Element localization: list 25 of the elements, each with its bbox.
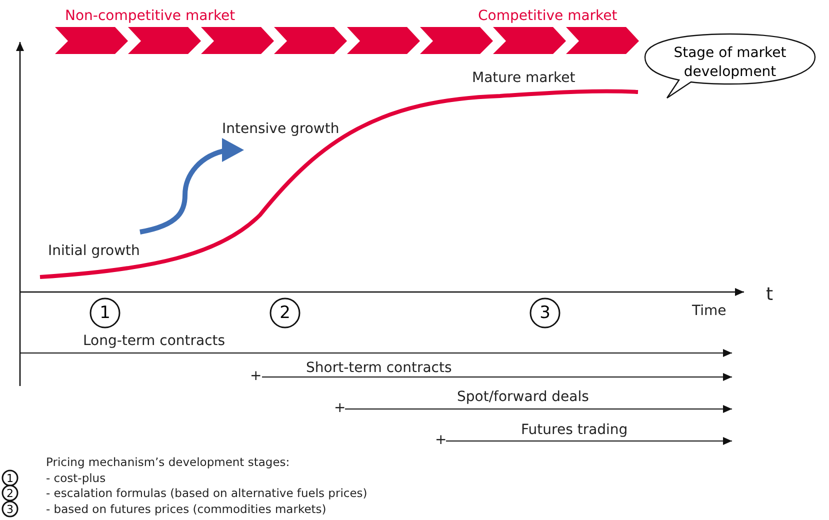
legend-heading: Pricing mechanism’s development stages: xyxy=(46,455,290,469)
stage-number: 2 xyxy=(280,304,290,322)
legend-item: - based on futures prices (commodities markets) xyxy=(46,502,326,516)
legend-item: - escalation formulas (based on alternative fuels prices) xyxy=(46,486,368,500)
stage-number: 3 xyxy=(540,304,550,322)
arrow-label: Short-term contracts xyxy=(306,360,452,376)
curve-label: Intensive growth xyxy=(222,121,340,137)
legend-item: - cost-plus xyxy=(46,471,106,485)
stage-number: 2 xyxy=(6,488,14,498)
arrow-label: Spot/forward deals xyxy=(457,389,589,405)
plus-sign: + xyxy=(250,368,262,384)
plus-sign: + xyxy=(334,400,346,416)
stage-number: 3 xyxy=(6,504,14,514)
stage-number: 1 xyxy=(6,472,14,484)
arrow-label: Long-term contracts xyxy=(83,333,226,349)
section-heading: Non-competitive market xyxy=(65,8,236,24)
stage-number: 1 xyxy=(100,304,110,322)
plus-sign: + xyxy=(435,432,447,448)
axis-label: t xyxy=(766,284,774,305)
curve-label: Initial growth xyxy=(48,243,140,259)
section-heading: Competitive market xyxy=(478,8,618,24)
arrow-label: Futures trading xyxy=(521,422,628,438)
bubble-text: Stage of market development xyxy=(672,44,788,82)
curve-label: Mature market xyxy=(472,70,576,86)
axis-label: Time xyxy=(692,303,726,319)
